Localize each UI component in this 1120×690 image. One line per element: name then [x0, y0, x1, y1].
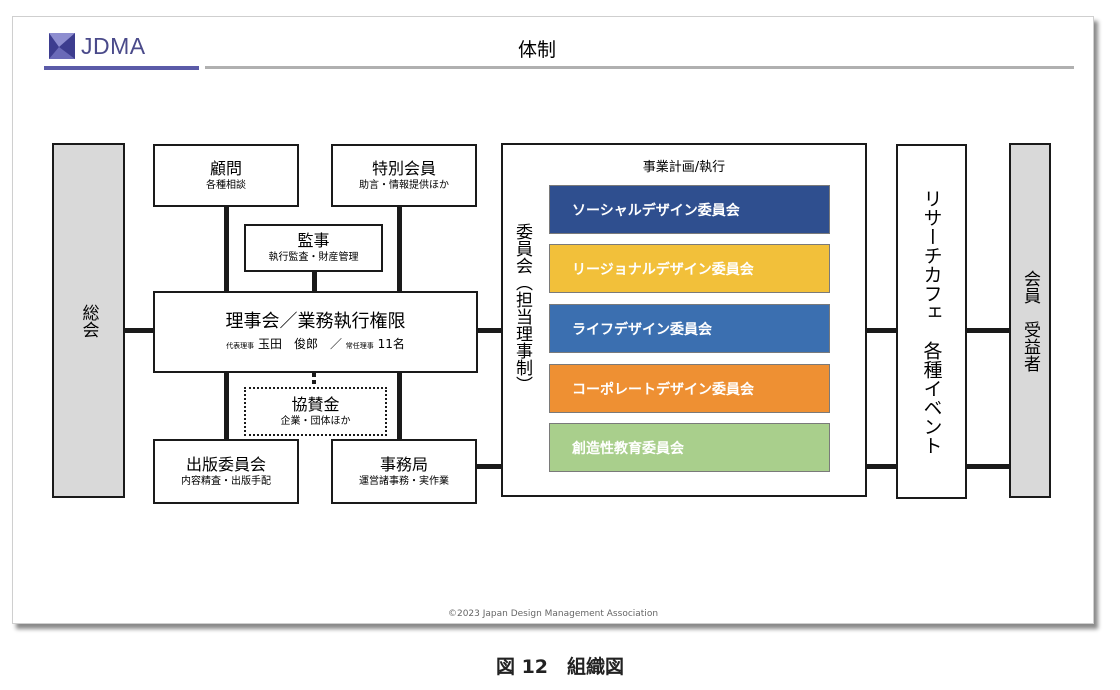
special-member-box: 特別会員 助言・情報提供ほか — [331, 144, 477, 207]
committee-creativity-education-label: 創造性教育委員会 — [572, 440, 684, 457]
general-assembly-box: 総会 — [52, 143, 125, 498]
copyright: ©2023 Japan Design Management Associatio… — [447, 609, 659, 619]
committee-regional: リージョナルデザイン委員会 — [549, 244, 830, 293]
secretariat-sub: 運営諸事務・実作業 — [359, 475, 449, 487]
board-title: 理事会／業務執行権限 — [225, 311, 406, 332]
connector-shuppan-vertical — [224, 373, 229, 439]
sponsorship-sub: 企業・団体ほか — [280, 415, 351, 427]
connector-rijikai-committee — [478, 328, 503, 333]
connector-research-members-top — [966, 328, 1009, 333]
research-cafe-box: リサーチカフェ 各種イベント — [896, 144, 967, 499]
members-label: 会員 受益者 — [1020, 269, 1040, 372]
board-members: 代表理事 玉田 俊郎 ／ 常任理事 11名 — [226, 335, 405, 355]
committee-creativity-education: 創造性教育委員会 — [549, 423, 830, 472]
connector-research-members-bottom — [966, 464, 1009, 469]
board-representative-name: 玉田 俊郎 ／ — [257, 337, 342, 351]
secretariat-box: 事務局 運営諸事務・実作業 — [331, 439, 477, 504]
committee-social: ソーシャルデザイン委員会 — [549, 185, 830, 234]
board-standing-count: 11名 — [377, 337, 405, 351]
committee-social-label: ソーシャルデザイン委員会 — [572, 202, 740, 219]
connector-tokubetsu-vertical — [397, 207, 402, 291]
special-member-title: 特別会員 — [371, 158, 436, 178]
auditor-sub: 執行監査・財産管理 — [268, 252, 359, 263]
sponsorship-box: 協賛金 企業・団体ほか — [244, 387, 387, 436]
figure-caption: 図 12 組織図 — [495, 656, 625, 678]
members-box: 会員 受益者 — [1009, 143, 1051, 498]
connector-kanji-vertical — [312, 272, 317, 291]
board-role-representative: 代表理事 — [226, 342, 255, 350]
publishing-committee-box: 出版委員会 内容精査・出版手配 — [153, 439, 299, 504]
page-title: 体制 — [518, 39, 557, 61]
research-cafe-label: リサーチカフェ 各種イベント — [920, 188, 943, 455]
header-bar-rule — [205, 66, 1074, 69]
committee-corporate: コーポレートデザイン委員会 — [549, 364, 830, 413]
connector-committee-research-bottom — [867, 464, 897, 469]
slide: JDMA 体制 総会 顧問 各種相談 特別会員 助言・情報提供ほか 監事 執行監… — [12, 16, 1094, 624]
auditor-box: 監事 執行監査・財産管理 — [244, 224, 383, 272]
jdma-logo: JDMA — [49, 31, 146, 61]
jdma-logo-icon — [49, 33, 75, 59]
advisor-sub: 各種相談 — [206, 179, 246, 191]
publishing-committee-title: 出版委員会 — [185, 454, 266, 474]
connector-jimukyoku-committee — [476, 464, 503, 469]
committee-life: ライフデザイン委員会 — [549, 304, 830, 353]
board-role-standing: 常任理事 — [345, 342, 374, 350]
advisor-box: 顧問 各種相談 — [153, 144, 299, 207]
connector-komon-vertical — [224, 207, 229, 291]
business-plan-heading: 事業計画/執行 — [642, 160, 726, 175]
connector-jimukyoku-vertical — [397, 373, 402, 439]
special-member-sub: 助言・情報提供ほか — [359, 179, 449, 191]
committee-regional-label: リージョナルデザイン委員会 — [572, 261, 754, 278]
committee-life-label: ライフデザイン委員会 — [572, 321, 712, 338]
sponsorship-title: 協賛金 — [291, 394, 340, 414]
connector-kyosan-vertical — [312, 373, 316, 387]
connector-committee-research-top — [867, 328, 897, 333]
advisor-title: 顧問 — [209, 158, 242, 178]
auditor-title: 監事 — [297, 231, 330, 250]
publishing-committee-sub: 内容精査・出版手配 — [181, 475, 271, 487]
board-box: 理事会／業務執行権限 代表理事 玉田 俊郎 ／ 常任理事 11名 — [153, 291, 478, 373]
committee-corporate-label: コーポレートデザイン委員会 — [572, 381, 754, 398]
connector-sokai-rijikai — [125, 328, 153, 333]
header-bar-accent — [44, 66, 199, 70]
secretariat-title: 事務局 — [379, 454, 428, 474]
logo-text: JDMA — [81, 32, 146, 59]
general-assembly-label: 総会 — [78, 303, 99, 338]
committee-side-label: 委員会（担当理事制） — [512, 223, 532, 393]
